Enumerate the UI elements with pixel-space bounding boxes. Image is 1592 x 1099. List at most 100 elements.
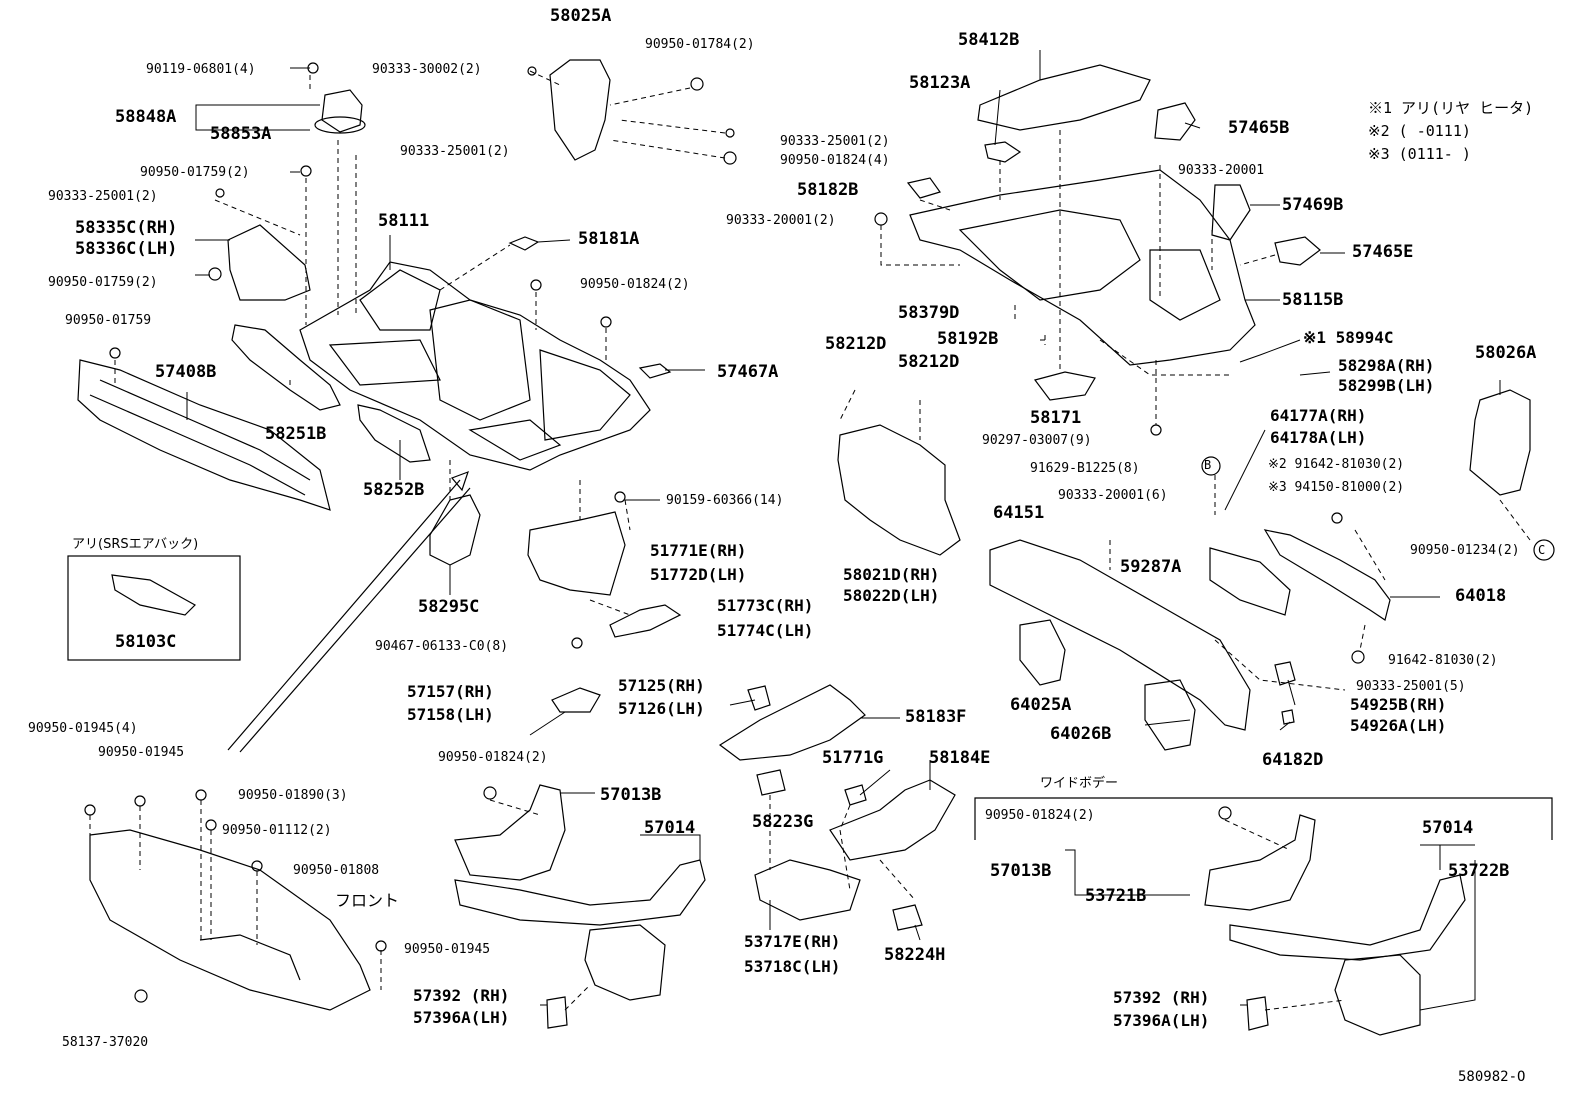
label-59287a: 59287A (1120, 557, 1182, 577)
srs-box (67, 555, 241, 661)
label-90159-60366: 90159-60366(14) (666, 493, 784, 508)
label-58299b: 58299B(LH) (1338, 376, 1435, 395)
label-54926a: 54926A(LH) (1350, 716, 1447, 735)
label-90333-25001-a: 90333-25001(2) (400, 144, 510, 159)
ref-b-marker: B (1204, 458, 1212, 472)
label-90950-01759-a: 90950-01759(2) (140, 165, 250, 180)
label-90119-06801: 90119-06801(4) (146, 62, 256, 77)
label-90950-01824-4: 90950-01824(4) (780, 153, 890, 168)
note-2: ※2 ( -0111) (1368, 122, 1471, 140)
label-58412b: 58412B (958, 30, 1020, 50)
label-64151: 64151 (993, 503, 1045, 523)
label-58103c: 58103C (115, 632, 177, 652)
label-57392-a: 57392 (RH) (413, 986, 510, 1005)
label-58251b: 58251B (265, 424, 327, 444)
mount-58848a (321, 89, 363, 133)
label-57469b: 57469B (1282, 195, 1344, 215)
label-53717e: 53717E(RH) (744, 932, 841, 951)
note-3: ※3 (0111- ) (1368, 145, 1471, 163)
label-57014-a: 57014 (644, 818, 696, 838)
label-58183f: 58183F (905, 707, 967, 727)
label-58212d-a: 58212D (825, 334, 887, 354)
front-floor-pan (299, 261, 651, 471)
member-64018 (1263, 529, 1391, 621)
label-58182b: 58182B (797, 180, 859, 200)
label-58111: 58111 (378, 211, 430, 231)
label-58379d: 58379D (898, 303, 960, 323)
label-57465e: 57465E (1352, 242, 1414, 262)
label-57126: 57126(LH) (618, 699, 705, 718)
label-90333-20001-c: 90333-20001(6) (1058, 488, 1168, 503)
label-51774c: 51774C(LH) (717, 621, 814, 640)
member-58252b (357, 404, 431, 463)
label-53718c: 53718C(LH) (744, 957, 841, 976)
label-58022d: 58022D(LH) (843, 586, 940, 605)
label-64178a: 64178A(LH) (1270, 428, 1367, 447)
member-57014 (454, 859, 706, 926)
label-91642-81030-a: ※2 91642-81030(2) (1268, 457, 1405, 472)
label-57467a: 57467A (717, 362, 779, 382)
bracket-58295c (429, 494, 481, 566)
label-90333-25001-b: 90333-25001(2) (780, 134, 890, 149)
diagram-id: 580982-O (1458, 1069, 1526, 1085)
label-58192b: 58192B (937, 329, 999, 349)
panel-59287a (1209, 547, 1291, 616)
wide-body-title: ワイドボデー (1040, 776, 1119, 791)
label-90333-25001-d: 90333-25001(5) (1356, 679, 1466, 694)
label-90297-03007: 90297-03007(9) (982, 433, 1092, 448)
label-57408b: 57408B (155, 362, 217, 382)
label-64025a: 64025A (1010, 695, 1072, 715)
label-51771e: 51771E(RH) (650, 541, 747, 560)
label-90333-25001-c: 90333-25001(2) (48, 189, 158, 204)
member-58184e (829, 779, 956, 861)
label-90950-01945-4: 90950-01945(4) (28, 721, 138, 736)
label-64018: 64018 (1455, 586, 1507, 606)
panel-58021d (837, 424, 961, 556)
label-58223g: 58223G (752, 812, 814, 832)
label-58021d: 58021D(RH) (843, 565, 940, 584)
label-54925b: 54925B(RH) (1350, 695, 1447, 714)
label-90950-01784: 90950-01784(2) (645, 37, 755, 52)
label-90950-01824-a: 90950-01824(2) (580, 277, 690, 292)
label-58252b: 58252B (363, 480, 425, 500)
label-57157: 57157(RH) (407, 682, 494, 701)
front-floor-view (89, 829, 371, 1011)
label-90950-01759-c: 90950-01759 (65, 313, 152, 328)
label-58025a: 58025A (550, 6, 612, 26)
label-94150-81000: ※3 94150-81000(2) (1268, 480, 1405, 495)
label-57014-b: 57014 (1422, 818, 1474, 838)
label-51771g: 51771G (822, 748, 884, 768)
label-58336c: 58336C(LH) (75, 239, 178, 259)
member-64151 (989, 539, 1251, 731)
panel-58025a (549, 59, 611, 161)
label-58994c: ※1 58994C (1303, 328, 1394, 347)
label-58295c: 58295C (418, 597, 480, 617)
label-58212d-b: 58212D (898, 352, 960, 372)
label-57396a-a: 57396A(LH) (413, 1008, 510, 1027)
member-58183f (718, 684, 866, 761)
label-90467-06133: 90467-06133-C0(8) (375, 639, 509, 654)
member-53717e (754, 859, 861, 921)
label-57125: 57125(RH) (618, 676, 705, 695)
label-90950-01112: 90950-01112(2) (222, 823, 332, 838)
rear-floor-58115b (909, 169, 1256, 366)
label-91629-b1225: 91629-B1225(8) (1030, 461, 1140, 476)
label-58224h: 58224H (884, 945, 946, 965)
label-64026b: 64026B (1050, 724, 1112, 744)
member-51771e (527, 511, 626, 596)
member-57013b (454, 784, 566, 881)
label-58848a: 58848A (115, 107, 177, 127)
member-58251b (231, 324, 341, 411)
label-57396a-b: 57396A(LH) (1113, 1011, 1210, 1030)
label-58298a: 58298A(RH) (1338, 356, 1435, 375)
bracket-58335c (227, 224, 311, 301)
panel-58026a (1469, 389, 1531, 496)
label-64182d: 64182D (1262, 750, 1324, 770)
label-57013b-a: 57013B (600, 785, 662, 805)
note-1: ※1 アリ(リヤ ヒータ) (1368, 99, 1534, 117)
ref-c-marker: C (1538, 543, 1546, 557)
label-57013b-b: 57013B (990, 861, 1052, 881)
label-58123a: 58123A (909, 73, 971, 93)
front-label: フロント (335, 891, 400, 910)
